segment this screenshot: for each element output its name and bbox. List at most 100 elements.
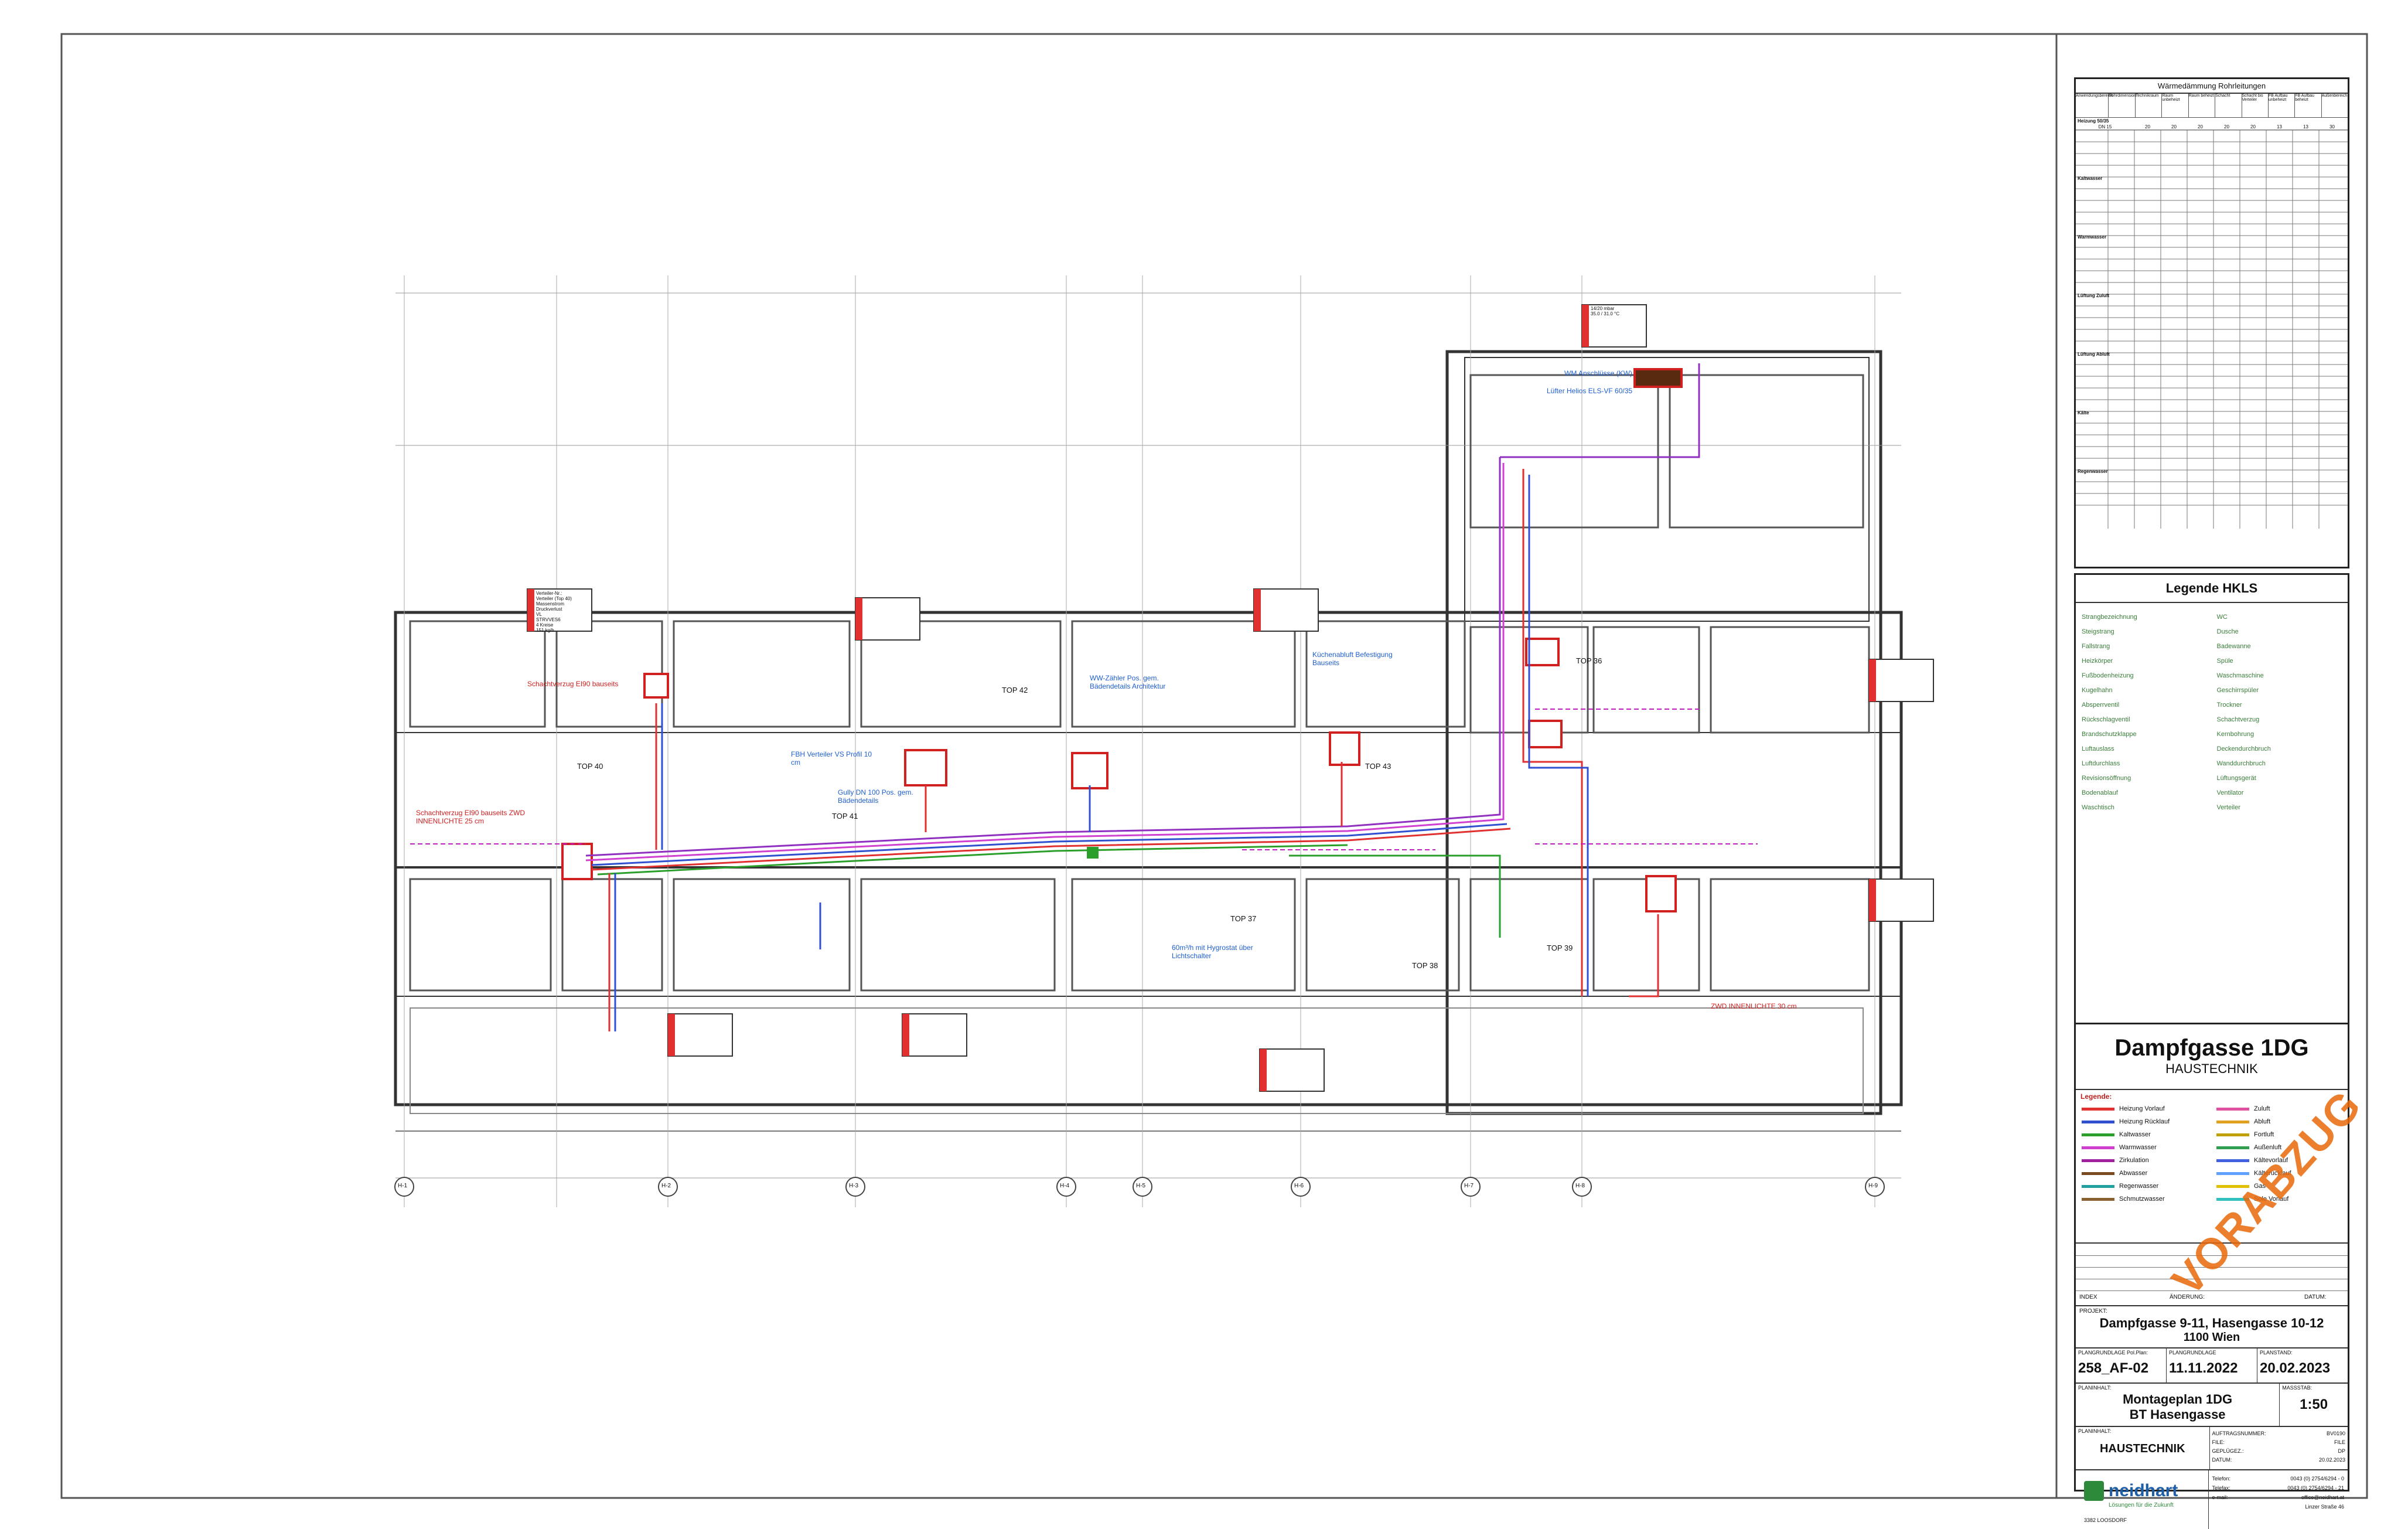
axis-label: H-9 <box>1868 1183 1878 1189</box>
company-street: Linzer Straße 46 <box>2305 1504 2344 1510</box>
plan-title-line2: BT Hasengasse <box>2129 1407 2226 1422</box>
axis-label: H-6 <box>1294 1183 1304 1189</box>
legend-item: Deckendurchbruch <box>2216 745 2271 752</box>
tag-line: Verteiler (Top 40) <box>536 596 572 601</box>
axis-label: H-8 <box>1575 1183 1585 1189</box>
ventilation-ducts <box>410 709 1758 850</box>
insulation-table-panel: Wärmedämmung Rohrleitungen Anwendungsber… <box>2074 77 2349 568</box>
col-header: FB Aufbau unbeheizt <box>2269 94 2296 117</box>
company-row: neidhart Lösungen für die Zukunft 3382 L… <box>2076 1470 2348 1529</box>
tag-line: STRVVES6 <box>536 617 561 622</box>
legend-line-item: Außenluft <box>2216 1144 2281 1151</box>
main-riser <box>1087 847 1099 859</box>
legend-item: Steigstrang <box>2082 628 2114 635</box>
plan-date-label: PLANSTAND: <box>2260 1350 2293 1356</box>
legend-item: Fußbodenheizung <box>2082 672 2134 679</box>
legend-line-label: Warmwasser <box>2119 1144 2157 1151</box>
legend-item: Rückschlagventil <box>2082 716 2130 723</box>
cell: DN 15 <box>2098 124 2112 130</box>
insulation-grid <box>2076 130 2348 529</box>
col-header: Außenbereich <box>2321 94 2348 98</box>
tag-line: 4 Kreise <box>536 622 554 628</box>
legend-line-item: Kaltwasser <box>2082 1131 2151 1138</box>
plan-basis-date: 11.11.2022 <box>2169 1360 2238 1376</box>
tag-line: Druckverlust <box>536 607 562 612</box>
legend-line-item: Gas <box>2216 1183 2266 1190</box>
top-label: TOP 36 <box>1576 656 1602 665</box>
note: FBH Verteiler VS Profil 10 cm <box>791 750 872 767</box>
order-field: GEPLÜGEZ.: DP <box>2212 1448 2346 1454</box>
contact-fields: Telefon: 0043 (0) 2754/6294 - 0 Telefax:… <box>2209 1470 2348 1529</box>
plan-content-label: PLANINHALT: <box>2078 1385 2112 1391</box>
legend-line-label: Schmutzwasser <box>2119 1196 2165 1203</box>
scale-value: 1:50 <box>2300 1397 2328 1412</box>
legend-line-label: Kältevorlauf <box>2254 1157 2288 1164</box>
insulation-header-row: Anwendungsbereich Rohrdimension Technikr… <box>2076 94 2348 118</box>
plan-title-line1: Montageplan 1DG <box>2123 1392 2233 1407</box>
change-block: INDEX ÄNDERUNG: DATUM: <box>2076 1244 2348 1306</box>
legend-item: Absperrventil <box>2082 701 2120 709</box>
cell: 20 <box>2145 124 2150 130</box>
piping <box>585 363 1700 1031</box>
section-list: Kaltwasser Warmwasser Lüftung Zuluft Lüf… <box>2078 149 2110 501</box>
cell: 20 <box>2224 124 2229 130</box>
legend-item: Brandschutzklappe <box>2082 731 2137 738</box>
contact-field: Telefon: 0043 (0) 2754/6294 - 0 <box>2212 1476 2345 1482</box>
cell: 20 <box>2171 124 2177 130</box>
section-label: Lüftung Zuluft <box>2078 293 2110 298</box>
legend-line-label: Sole Vorlauf <box>2254 1196 2289 1203</box>
insulation-sample-row: DN 15 20 20 20 20 20 13 13 30 <box>2076 124 2348 130</box>
distributor-tags <box>527 304 1934 1092</box>
cell: 13 <box>2277 124 2282 130</box>
legend-line-label: Zuluft <box>2254 1105 2270 1112</box>
legend-line-label: Regenwasser <box>2119 1183 2159 1190</box>
company-logo-icon <box>2084 1481 2104 1501</box>
legend-line-item: Warmwasser <box>2082 1144 2157 1151</box>
axis-label: H-3 <box>849 1183 859 1189</box>
axis-label: H-5 <box>1136 1183 1146 1189</box>
note: ZWD INNENLICHTE 30 cm <box>1711 1002 1797 1010</box>
legend-item: Luftauslass <box>2082 745 2114 752</box>
legend-line-label: Fortluft <box>2254 1131 2274 1138</box>
contact-field: Telefax: 0043 (0) 2754/6294 - 21 <box>2212 1485 2345 1491</box>
section-label: Warmwasser <box>2078 234 2107 240</box>
legend-item: Luftdurchlass <box>2082 760 2120 767</box>
legend-item: Waschtisch <box>2082 804 2114 811</box>
top-label: TOP 42 <box>1002 686 1028 694</box>
section-label: Kaltwasser <box>2078 176 2103 181</box>
section-label: Lüftung Abluft <box>2078 352 2110 357</box>
order-fields: AUFTRAGSNUMMER: BV0190 FILE: FILE GEPLÜG… <box>2210 1427 2348 1469</box>
shafts <box>561 368 1683 912</box>
note: Schachtverzug EI90 bauseits <box>527 680 619 688</box>
discipline-label: PLANINHALT: <box>2078 1428 2112 1434</box>
legend-item: Bodenablauf <box>2082 789 2118 796</box>
col-header: Rohrdimension <box>2109 94 2136 117</box>
legend-item: Fallstrang <box>2082 643 2110 650</box>
legend-line-item: Sole Vorlauf <box>2216 1196 2288 1203</box>
legend-item: Kernbohrung <box>2216 731 2254 738</box>
date-label: DATUM: <box>2304 1294 2327 1300</box>
plan-basis-label: PLANGRUNDLAGE Pol.Plan: <box>2078 1350 2148 1356</box>
legend-line-label: Kaltwasser <box>2119 1131 2151 1138</box>
order-field: AUFTRAGSNUMMER: BV0190 <box>2212 1431 2346 1436</box>
cell: 20 <box>2198 124 2203 130</box>
section-label: Kälte <box>2078 410 2089 416</box>
tag-line: 151 kg/h <box>536 628 554 633</box>
note: Lüfter Helios ELS-VF 60/35 <box>1547 387 1633 395</box>
top-label: TOP 38 <box>1412 961 1438 970</box>
legend-line-label: Abwasser <box>2119 1170 2148 1177</box>
col-header: Technikraum <box>2136 94 2163 117</box>
insulation-table-title: Wärmedämmung Rohrleitungen <box>2076 79 2348 94</box>
company-name: neidhart <box>2109 1481 2178 1500</box>
legend-item: Kugelhahn <box>2082 687 2113 694</box>
tag-line: VL <box>536 612 542 617</box>
title-block: Dampfgasse 1DG HAUSTECHNIK Legende: Heiz… <box>2074 1023 2349 1529</box>
legend-line-item: Zirkulation <box>2082 1157 2149 1164</box>
plan-basis-value: 258_AF-02 <box>2078 1360 2149 1376</box>
note: WM Anschlüsse (KW) <box>1564 369 1633 377</box>
legend-line-item: Zuluft <box>2216 1105 2270 1112</box>
legend-item: Ventilator <box>2216 789 2244 796</box>
legend-hkls-panel: Legende HKLS Strangbezeichnung Steigstra… <box>2074 573 2349 1030</box>
top-label: TOP 43 <box>1365 762 1391 771</box>
